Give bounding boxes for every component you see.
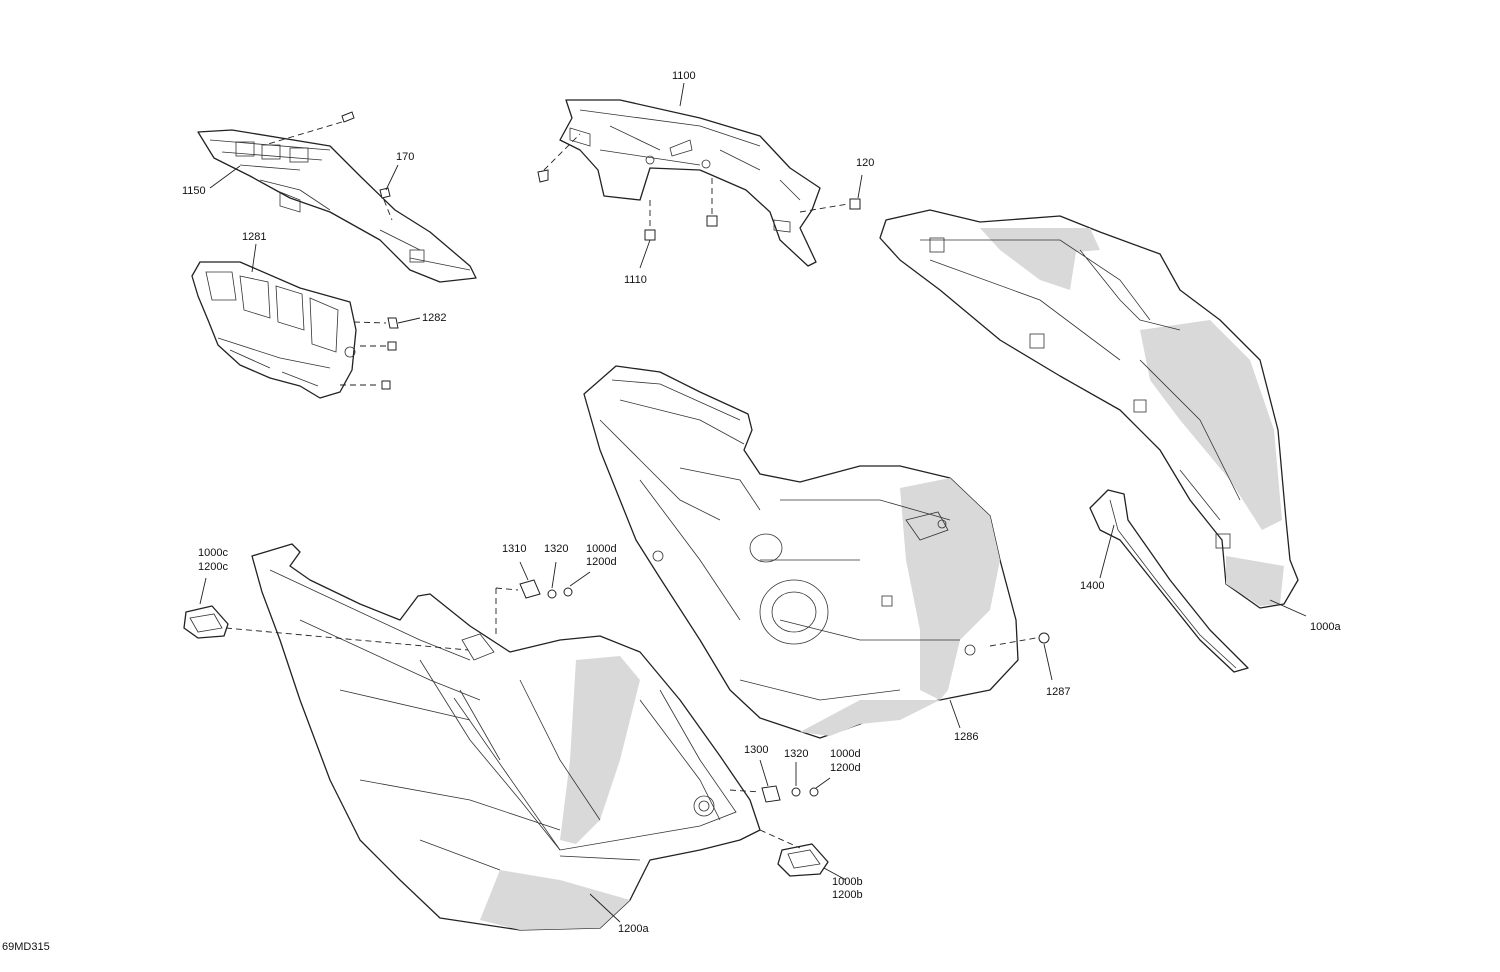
screws-1282 (340, 317, 421, 390)
callout-1200b: 1200b (832, 889, 863, 901)
screw-170 (379, 164, 399, 221)
leader-1286 (949, 699, 961, 729)
callout-1200d-lower: 1200d (830, 762, 861, 774)
fastener-1287 (989, 632, 1053, 681)
part-1000a (879, 209, 1299, 609)
part-1100 (559, 99, 821, 267)
callout-1281: 1281 (242, 231, 266, 243)
part-1200a (251, 543, 761, 931)
callout-1150: 1150 (182, 185, 206, 197)
screws-1100 (537, 133, 863, 269)
callout-1000d-upper: 1000d (586, 543, 617, 555)
callout-1400: 1400 (1080, 580, 1104, 592)
light-1000b-1200b (759, 829, 847, 881)
callout-1320-upper: 1320 (544, 543, 568, 555)
leader-1150 (209, 165, 241, 189)
callout-1286: 1286 (954, 731, 978, 743)
callout-1000b: 1000b (832, 876, 863, 888)
callout-1100: 1100 (672, 70, 696, 82)
leader-1100 (679, 82, 685, 107)
leader-1000a (1269, 599, 1307, 617)
callout-1000a: 1000a (1310, 621, 1341, 633)
part-1150 (197, 129, 477, 283)
fasteners-1300-1320 (729, 759, 831, 803)
screw-1150-top (267, 111, 355, 145)
fasteners-1310-1320 (495, 561, 591, 638)
callout-1287: 1287 (1046, 686, 1070, 698)
part-1400 (1089, 489, 1249, 673)
part-1281 (191, 261, 357, 399)
leader-1200a (589, 893, 621, 923)
callout-1282: 1282 (422, 312, 446, 324)
callout-1200c: 1200c (198, 561, 228, 573)
part-1286 (583, 365, 1019, 739)
leader-1281 (251, 243, 257, 273)
callout-1200a: 1200a (618, 923, 649, 935)
callout-1300: 1300 (744, 744, 768, 756)
callout-1000c: 1000c (198, 547, 228, 559)
light-1000c-1200c (183, 577, 469, 651)
callout-1200d-upper: 1200d (586, 556, 617, 568)
callout-1320-lower: 1320 (784, 748, 808, 760)
callout-1000d-lower: 1000d (830, 748, 861, 760)
leader-1400 (1099, 524, 1115, 579)
callout-120: 120 (856, 157, 874, 169)
callout-1110: 1110 (624, 274, 647, 286)
callout-170: 170 (396, 151, 414, 163)
callout-1310: 1310 (502, 543, 526, 555)
diagram-code: 69MD315 (2, 941, 50, 953)
